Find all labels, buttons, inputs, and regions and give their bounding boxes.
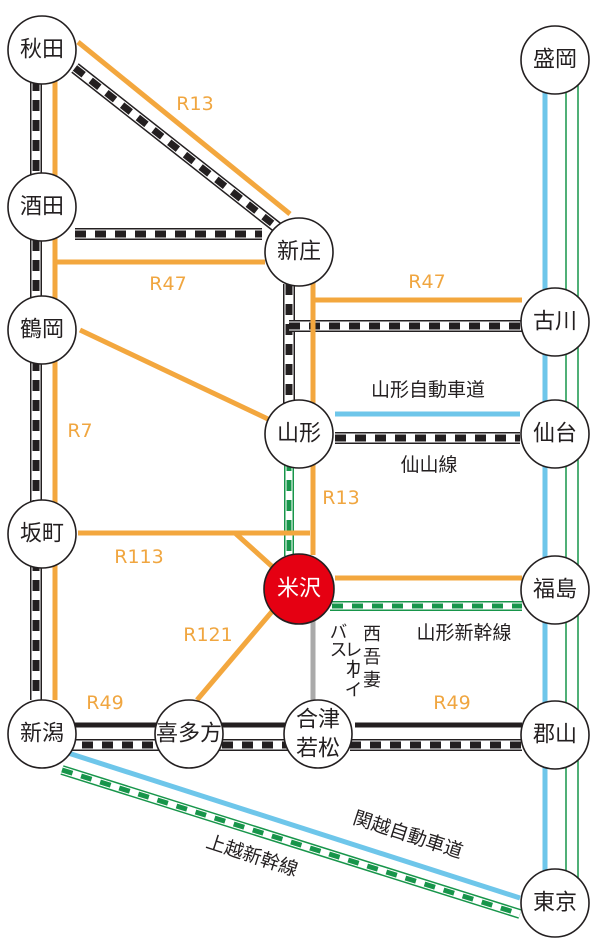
node-kitakata-label: 喜多方 — [156, 722, 222, 747]
r121-label: R121 — [183, 624, 232, 646]
node-yamagata-label: 山形 — [277, 422, 321, 447]
senzan-line-label: 仙山線 — [400, 454, 457, 476]
yamagata-shinkansen-label: 山形新幹線 — [416, 622, 511, 644]
r47-label-right: R47 — [408, 271, 445, 293]
node-yonezawa[interactable]: 米沢 — [263, 553, 335, 625]
kanetsu-expressway-line — [64, 749, 521, 901]
shinkansen-layer — [60, 85, 579, 919]
r13-line-north — [76, 40, 292, 216]
nishi-label-2: 吾 — [363, 647, 381, 668]
yamagata-expressway-label: 山形自動車道 — [371, 379, 485, 401]
bus-label-col3: ーイ — [342, 662, 363, 698]
node-koriyama-label: 郡山 — [533, 723, 577, 748]
nishi-label-1: 西 — [363, 624, 381, 645]
joetsu-shinkansen-dash — [61, 767, 521, 917]
node-sendai-label: 仙台 — [533, 422, 577, 447]
tsuruoka-yamagata-road — [78, 327, 272, 423]
node-akita[interactable]: 秋田 — [7, 15, 77, 85]
node-niigata[interactable]: 新潟 — [7, 699, 77, 769]
node-aizu-label-line2: 若松 — [296, 737, 340, 762]
r13-label-mid: R13 — [322, 487, 359, 509]
node-furukawa[interactable]: 古川 — [520, 287, 590, 357]
nishi-azuma-label: 西 吾 妻 — [363, 624, 381, 691]
r113-label: R113 — [114, 546, 163, 568]
bus-label-col2: レカ — [342, 640, 363, 676]
nishi-label-3: 妻 — [363, 670, 381, 691]
expressway-layer — [64, 85, 548, 901]
node-aizu-label-line1: 合津 — [296, 708, 340, 733]
bus-label-col1: バス — [327, 622, 348, 658]
node-tokyo[interactable]: 東京 — [520, 868, 590, 938]
ou-line-north-dash — [72, 65, 281, 231]
node-sakata[interactable]: 酒田 — [7, 172, 77, 242]
r47-label-left: R47 — [149, 273, 186, 295]
node-shinjo-label: 新庄 — [277, 240, 321, 265]
r121-line — [195, 606, 277, 702]
r113-spur — [233, 531, 278, 572]
node-tsuruoka-label: 鶴岡 — [20, 318, 64, 343]
node-furukawa-label: 古川 — [533, 310, 577, 335]
node-morioka[interactable]: 盛岡 — [520, 25, 590, 95]
node-akita-label: 秋田 — [20, 38, 64, 63]
node-sakata-label: 酒田 — [20, 195, 64, 220]
node-sendai[interactable]: 仙台 — [520, 399, 590, 469]
node-fukushima[interactable]: 福島 — [520, 555, 590, 625]
node-yamagata[interactable]: 山形 — [264, 399, 334, 469]
node-kitakata[interactable]: 喜多方 — [154, 699, 224, 769]
node-koriyama[interactable]: 郡山 — [520, 700, 590, 770]
node-morioka-label: 盛岡 — [533, 48, 577, 73]
node-niigata-label: 新潟 — [20, 722, 64, 747]
node-fukushima-label: 福島 — [533, 578, 577, 603]
node-shinjo[interactable]: 新庄 — [264, 217, 334, 287]
r49-label-left: R49 — [86, 692, 123, 714]
bus-label: バス レカ ーイ — [327, 622, 363, 698]
node-sakamachi-label: 坂町 — [20, 522, 64, 547]
node-aizu-wakamatsu[interactable]: 合津 若松 — [283, 699, 353, 769]
r7-label: R7 — [67, 420, 92, 442]
node-sakamachi[interactable]: 坂町 — [7, 499, 77, 569]
route-layer — [52, 40, 522, 702]
r49-label-right: R49 — [433, 692, 470, 714]
node-tsuruoka[interactable]: 鶴岡 — [7, 295, 77, 365]
r13-label-top: R13 — [176, 93, 213, 115]
node-tokyo-label: 東京 — [533, 891, 577, 916]
node-yonezawa-label: 米沢 — [277, 577, 321, 602]
nodes: 秋田 酒田 鶴岡 坂町 新潟 喜多方 合津 若松 米沢 — [7, 15, 590, 938]
kanetsu-expressway-label: 関越自動車道 — [350, 807, 465, 863]
